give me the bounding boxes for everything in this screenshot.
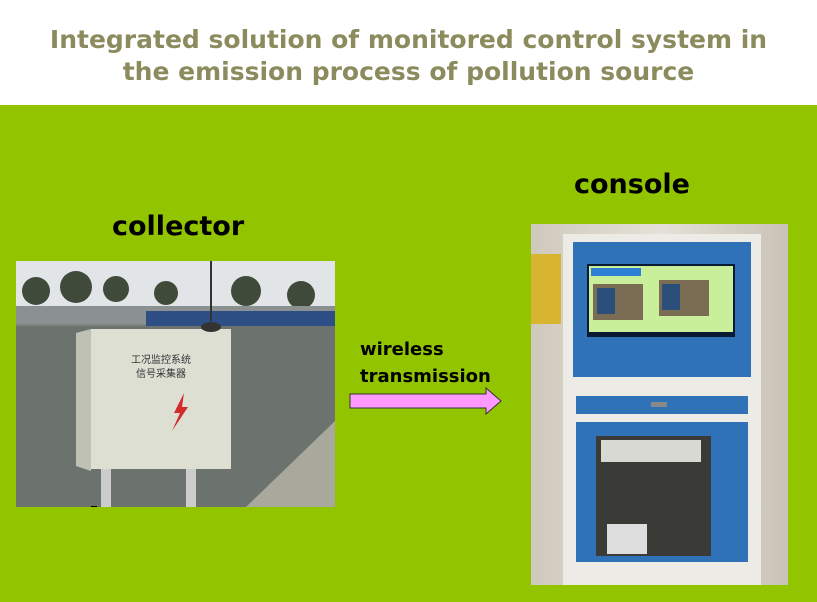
title-line-2: the emission process of pollution source [122,57,695,86]
right-arrow-icon [349,386,502,416]
box-text-1: 工况监控系统 [131,353,191,366]
collector-label: collector [112,211,245,242]
collector-photo: 工况监控系统 信号采集器 [16,261,335,507]
console-label: console [574,169,690,200]
box-text-2: 信号采集器 [136,367,186,380]
arrow-caption: wireless transmission [360,336,491,390]
title-line-1: Integrated solution of monitored control… [49,25,768,54]
slide-title: Integrated solution of monitored control… [0,24,817,88]
collector-illustration: 工况监控系统 信号采集器 [16,261,335,507]
arrow-caption-line-1: wireless [360,339,444,360]
console-photo [531,224,788,585]
arrow-caption-line-2: transmission [360,366,491,387]
console-illustration [531,234,761,585]
